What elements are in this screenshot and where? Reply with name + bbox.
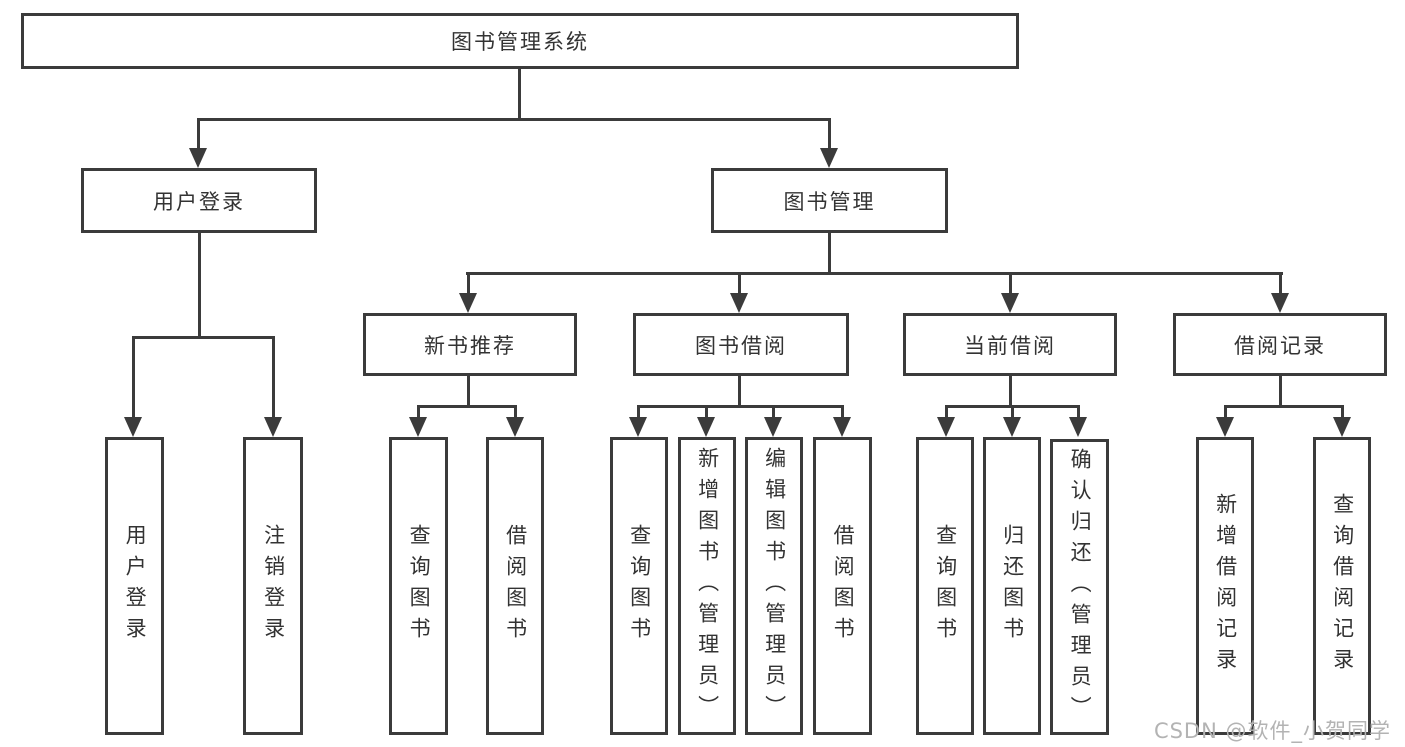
connector-to-book-borrow: [738, 272, 741, 293]
arrow-down-icon: [629, 417, 647, 437]
leaf-confirm-return-admin: 确认归还（管理员）: [1050, 439, 1109, 735]
connector-level2-bracket: [197, 118, 831, 121]
connector-user-login-bracket: [132, 336, 275, 339]
connector-to-book-management: [828, 118, 831, 148]
connector-stub: [738, 376, 741, 405]
connector-bracket: [417, 405, 517, 408]
connector-to-current-borrow: [1009, 272, 1012, 293]
leaf-edit-book-admin: 编辑图书（管理员）: [745, 437, 803, 735]
node-book-management: 图书管理: [711, 168, 948, 233]
connector-bracket: [637, 405, 843, 408]
arrow-down-icon: [833, 417, 851, 437]
arrow-down-icon: [1001, 293, 1019, 313]
connector-user-login-stub: [198, 233, 201, 336]
arrow-down-icon: [459, 293, 477, 313]
connector-to-leaf: [705, 405, 708, 417]
leaf-label: 编辑图书（管理员）: [762, 446, 787, 726]
connector-stub: [1279, 376, 1282, 405]
leaf-borrow-query-books: 查询图书: [610, 437, 668, 735]
node-label: 新书推荐: [424, 333, 516, 358]
connector-to-leaf: [772, 405, 775, 417]
leaf-label: 借阅图书: [503, 524, 528, 648]
leaf-newbook-query-books: 查询图书: [389, 437, 448, 735]
arrow-down-icon: [730, 293, 748, 313]
arrow-down-icon: [697, 417, 715, 437]
connector-to-leaf: [132, 336, 135, 417]
node-user-login: 用户登录: [81, 168, 317, 233]
arrow-down-icon: [1271, 293, 1289, 313]
leaf-label: 注销登录: [261, 524, 286, 648]
node-new-book-recommend: 新书推荐: [363, 313, 577, 376]
arrow-down-icon: [409, 417, 427, 437]
leaf-label: 借阅图书: [831, 524, 856, 648]
node-library-management-system: 图书管理系统: [21, 13, 1019, 69]
leaf-borrow-borrow-books: 借阅图书: [813, 437, 872, 735]
leaf-label: 用户登录: [123, 524, 148, 648]
connector-root-stub: [518, 69, 521, 118]
connector-to-user-login: [197, 118, 200, 148]
connector-level3-bracket: [466, 272, 1283, 275]
arrow-down-icon: [1333, 417, 1351, 437]
csdn-watermark: CSDN @软件_小贺同学: [1153, 719, 1391, 743]
node-label: 当前借阅: [964, 333, 1056, 358]
leaf-label: 查询图书: [407, 524, 432, 648]
connector-stub: [467, 376, 470, 405]
leaf-label: 确认归还（管理员）: [1068, 447, 1093, 727]
leaf-label: 新增图书（管理员）: [695, 446, 720, 726]
arrow-down-icon: [506, 417, 524, 437]
leaf-label: 归还图书: [1000, 524, 1025, 648]
connector-to-leaf: [514, 405, 517, 417]
arrow-down-icon: [189, 148, 207, 168]
node-book-borrow: 图书借阅: [633, 313, 849, 376]
node-label: 借阅记录: [1234, 333, 1326, 358]
connector-to-new-book: [467, 272, 470, 293]
arrow-down-icon: [820, 148, 838, 168]
connector-to-leaf: [637, 405, 640, 417]
connector-to-leaf: [272, 336, 275, 417]
connector-to-leaf: [1224, 405, 1227, 417]
arrow-down-icon: [1069, 417, 1087, 437]
node-label: 用户登录: [153, 189, 245, 214]
leaf-current-query-books: 查询图书: [916, 437, 974, 735]
leaf-user-login: 用户登录: [105, 437, 164, 735]
connector-stub: [1009, 376, 1012, 405]
leaf-add-borrow-record: 新增借阅记录: [1196, 437, 1254, 735]
connector-to-leaf: [945, 405, 948, 417]
connector-to-leaf: [841, 405, 844, 417]
leaf-newbook-borrow-books: 借阅图书: [486, 437, 544, 735]
connector-to-leaf: [1011, 405, 1014, 417]
leaf-add-book-admin: 新增图书（管理员）: [678, 437, 736, 735]
arrow-down-icon: [124, 417, 142, 437]
node-current-borrow: 当前借阅: [903, 313, 1117, 376]
connector-to-borrow-records: [1279, 272, 1282, 293]
leaf-return-books: 归还图书: [983, 437, 1041, 735]
leaf-label: 查询图书: [933, 524, 958, 648]
leaf-label: 查询借阅记录: [1330, 493, 1355, 679]
arrow-down-icon: [937, 417, 955, 437]
leaf-label: 新增借阅记录: [1213, 493, 1238, 679]
arrow-down-icon: [1216, 417, 1234, 437]
node-label: 图书管理系统: [451, 30, 589, 54]
connector-bracket: [1224, 405, 1343, 408]
arrow-down-icon: [264, 417, 282, 437]
leaf-query-borrow-record: 查询借阅记录: [1313, 437, 1371, 735]
connector-book-management-stub: [828, 233, 831, 272]
leaf-logout: 注销登录: [243, 437, 303, 735]
node-label: 图书借阅: [695, 333, 787, 358]
node-label: 图书管理: [783, 189, 876, 214]
connector-to-leaf: [417, 405, 420, 417]
arrow-down-icon: [764, 417, 782, 437]
arrow-down-icon: [1003, 417, 1021, 437]
connector-to-leaf: [1077, 405, 1080, 417]
node-borrow-records: 借阅记录: [1173, 313, 1387, 376]
connector-to-leaf: [1341, 405, 1344, 417]
leaf-label: 查询图书: [627, 524, 652, 648]
